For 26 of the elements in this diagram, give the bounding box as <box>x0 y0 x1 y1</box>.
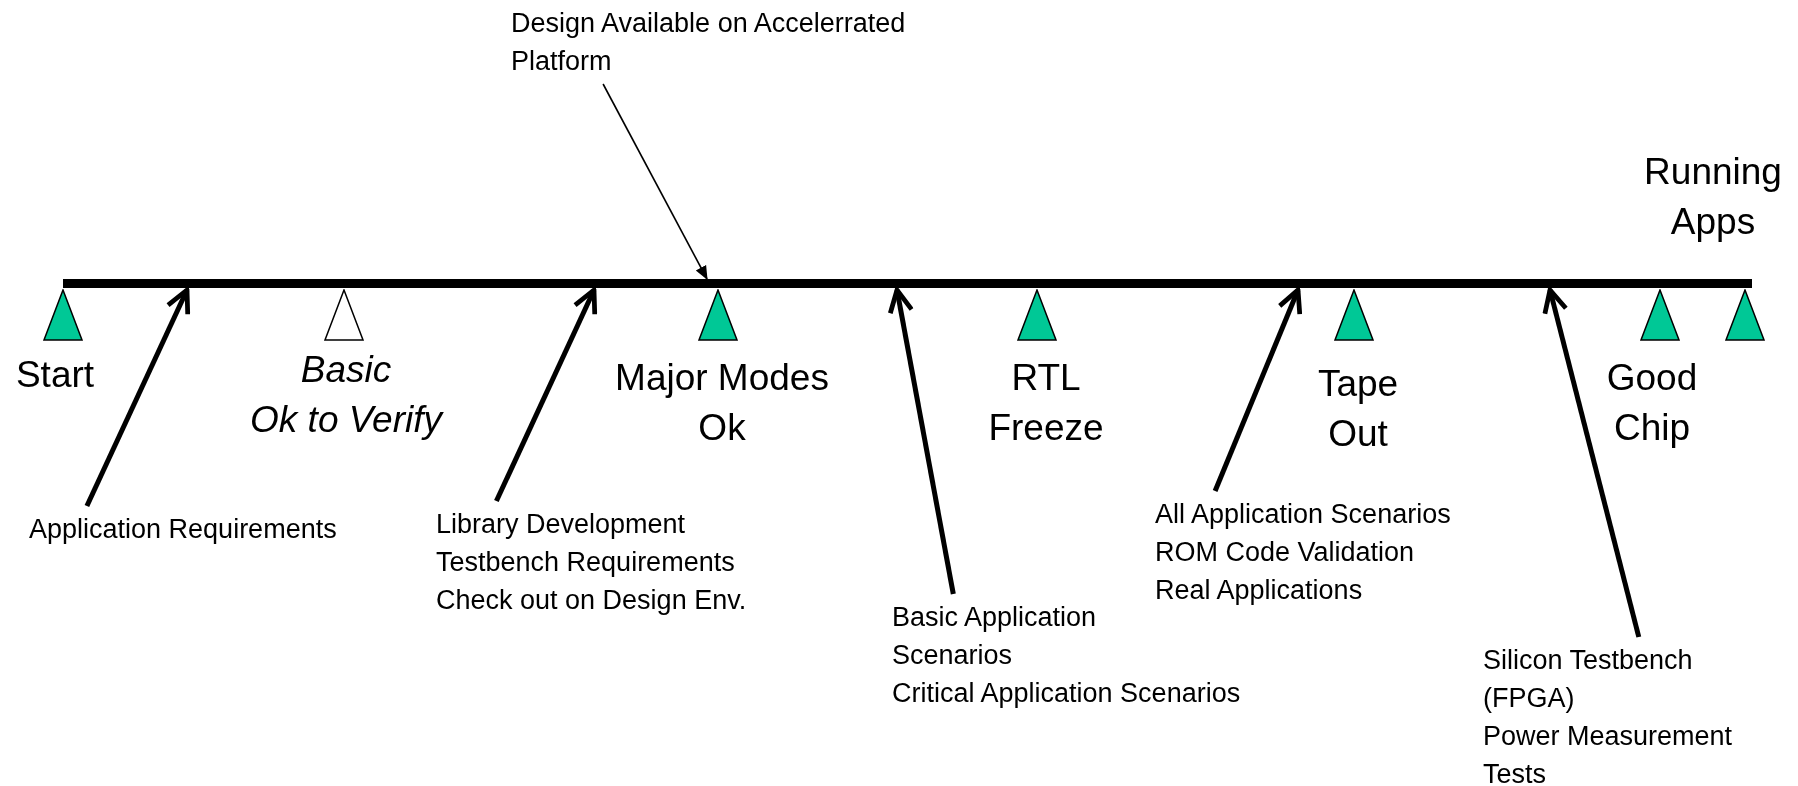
annotation-text: Design Available on Accelerrated Platform <box>511 4 906 80</box>
annotation-text: ROM Code Validation <box>1155 536 1416 569</box>
milestone-label: RTL Freeze <box>988 356 1104 450</box>
annotation-text: All Application Scenarios <box>1155 498 1451 531</box>
arrow <box>887 287 956 595</box>
arrow <box>602 83 708 281</box>
arrow <box>1212 287 1303 492</box>
annotation-text: Real Applications <box>1155 574 1364 607</box>
milestone-label: Running Apps <box>1644 150 1782 244</box>
timeline-bar <box>63 279 1752 288</box>
annotation-text: Check out on Design Env. <box>436 584 747 617</box>
annotation-text: Critical Application Scenarios <box>892 677 1241 710</box>
annotation-text: Power Measurement Tests <box>1483 720 1733 786</box>
annotation-text: Silicon Testbench (FPGA) <box>1483 644 1694 715</box>
annotation-text: Testbench Requirements <box>436 546 736 579</box>
annotation-text: Application Requirements <box>29 510 337 548</box>
arrow <box>84 287 191 508</box>
arrow <box>494 287 598 503</box>
milestone-label: Major Modes Ok <box>615 356 829 450</box>
milestone-label: Good Chip <box>1606 356 1698 450</box>
arrow <box>1542 287 1642 638</box>
milestone-label: Start <box>15 353 95 397</box>
annotation-text: Library Development <box>436 508 687 541</box>
milestone-label: Tape Out <box>1317 362 1399 456</box>
annotation-text: Basic Application Scenarios <box>892 601 1098 672</box>
milestone-label: Basic Ok to Verify <box>250 348 442 442</box>
